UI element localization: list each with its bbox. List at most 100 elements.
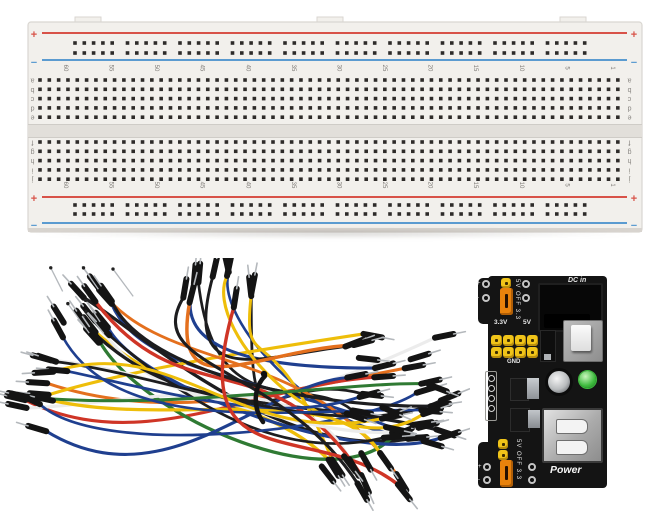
connector-pin bbox=[426, 435, 440, 438]
jumper-wire bbox=[220, 305, 400, 487]
connector-sleeve bbox=[394, 481, 413, 503]
regulator-1-tab bbox=[527, 378, 539, 399]
bare-pin bbox=[82, 267, 99, 290]
connector-sleeve bbox=[349, 407, 375, 417]
svg-text:55: 55 bbox=[108, 182, 114, 189]
connector-sleeve bbox=[81, 283, 99, 305]
bare-pin bbox=[112, 268, 134, 297]
svg-text:+: + bbox=[631, 193, 637, 205]
connector-sleeve bbox=[209, 258, 220, 280]
svg-text:+: + bbox=[31, 29, 37, 41]
svg-text:c: c bbox=[627, 95, 631, 102]
svg-text:+: + bbox=[31, 193, 37, 205]
connector-sleeve bbox=[190, 261, 199, 287]
connector-pin bbox=[430, 419, 445, 423]
minus-mark: - bbox=[478, 477, 480, 483]
jumper-wire bbox=[61, 336, 423, 415]
connector-pin bbox=[76, 275, 86, 288]
connector-pin bbox=[47, 309, 55, 322]
connector-sleeve bbox=[25, 422, 50, 435]
connector-pin bbox=[371, 336, 385, 342]
connector-pin bbox=[246, 264, 250, 279]
connector-pin bbox=[0, 390, 10, 394]
svg-text:5: 5 bbox=[563, 66, 569, 70]
jumper-cap-bottom bbox=[500, 460, 513, 487]
connector-pin bbox=[448, 401, 463, 405]
svg-text:10: 10 bbox=[518, 182, 524, 189]
connector-sleeve bbox=[92, 309, 111, 331]
svg-text:10: 10 bbox=[518, 65, 524, 72]
connector-sleeve bbox=[3, 392, 29, 404]
connector-sleeve bbox=[371, 360, 397, 372]
via-hole bbox=[482, 294, 490, 302]
bare-pin bbox=[85, 311, 105, 334]
connector-sleeve bbox=[418, 376, 443, 387]
connector-pin bbox=[457, 388, 470, 395]
via-hole bbox=[528, 463, 536, 471]
header-pin bbox=[498, 439, 508, 449]
led-indicator bbox=[578, 370, 597, 389]
plus-mark: + bbox=[478, 464, 482, 470]
connector-sleeve bbox=[318, 463, 337, 485]
header-pin bbox=[491, 347, 502, 358]
svg-text:15: 15 bbox=[472, 65, 478, 72]
connector-pin bbox=[403, 430, 418, 435]
svg-text:−: − bbox=[631, 57, 637, 69]
via-hole bbox=[483, 476, 491, 484]
header-pin bbox=[515, 347, 526, 358]
svg-text:d: d bbox=[30, 104, 34, 111]
connector-sleeve bbox=[248, 271, 258, 297]
connector-sleeve bbox=[26, 390, 52, 398]
svg-text:15: 15 bbox=[472, 182, 478, 189]
bare-pin-tip bbox=[49, 266, 53, 270]
connector-pin bbox=[0, 401, 9, 405]
svg-text:−: − bbox=[31, 57, 37, 69]
connector-sleeve bbox=[180, 275, 190, 301]
svg-text:50: 50 bbox=[153, 65, 159, 72]
svg-text:j: j bbox=[628, 176, 631, 183]
jumper-wire bbox=[51, 362, 384, 425]
via-hole bbox=[488, 395, 495, 402]
cable-tie bbox=[253, 373, 268, 425]
svg-text:h: h bbox=[30, 157, 34, 164]
connector-pin bbox=[15, 421, 29, 427]
svg-text:−: − bbox=[631, 220, 637, 232]
connector-pin bbox=[366, 499, 374, 512]
connector-sleeve bbox=[35, 352, 60, 365]
svg-text:f: f bbox=[628, 139, 630, 146]
connector-pin bbox=[354, 470, 364, 482]
connector-sleeve bbox=[371, 372, 397, 381]
connector-pin bbox=[370, 412, 384, 417]
connector-pin bbox=[332, 480, 342, 492]
svg-text:b: b bbox=[30, 86, 34, 93]
plus-mark: + bbox=[477, 281, 481, 287]
svg-text:50: 50 bbox=[153, 182, 159, 189]
jumper-wire bbox=[247, 292, 334, 461]
header-pin bbox=[498, 450, 508, 460]
connector-sleeve bbox=[356, 389, 381, 401]
connector-pin bbox=[93, 275, 102, 287]
connector-pin bbox=[369, 468, 378, 481]
connector-sleeve bbox=[401, 361, 427, 372]
connector-sleeve bbox=[409, 419, 435, 429]
svg-text:i: i bbox=[31, 166, 33, 173]
connector-pin bbox=[81, 315, 91, 328]
connector-pin bbox=[380, 395, 395, 399]
svg-text:e: e bbox=[30, 114, 34, 121]
jumper-wire bbox=[23, 375, 376, 424]
jumper-wire bbox=[185, 300, 356, 369]
connector-pin bbox=[341, 474, 350, 486]
v33-label: 3.3V bbox=[494, 319, 508, 326]
svg-text:30: 30 bbox=[335, 65, 341, 72]
connector-sleeve bbox=[5, 389, 31, 400]
connector-pin bbox=[0, 393, 8, 397]
svg-text:g: g bbox=[627, 148, 631, 155]
connector-pin bbox=[401, 434, 416, 438]
connector-pin bbox=[199, 258, 202, 265]
connector-sleeve bbox=[50, 303, 67, 326]
via-hole bbox=[522, 280, 530, 288]
svg-text:20: 20 bbox=[427, 65, 433, 72]
svg-text:j: j bbox=[31, 176, 34, 183]
svg-text:30: 30 bbox=[335, 182, 341, 189]
